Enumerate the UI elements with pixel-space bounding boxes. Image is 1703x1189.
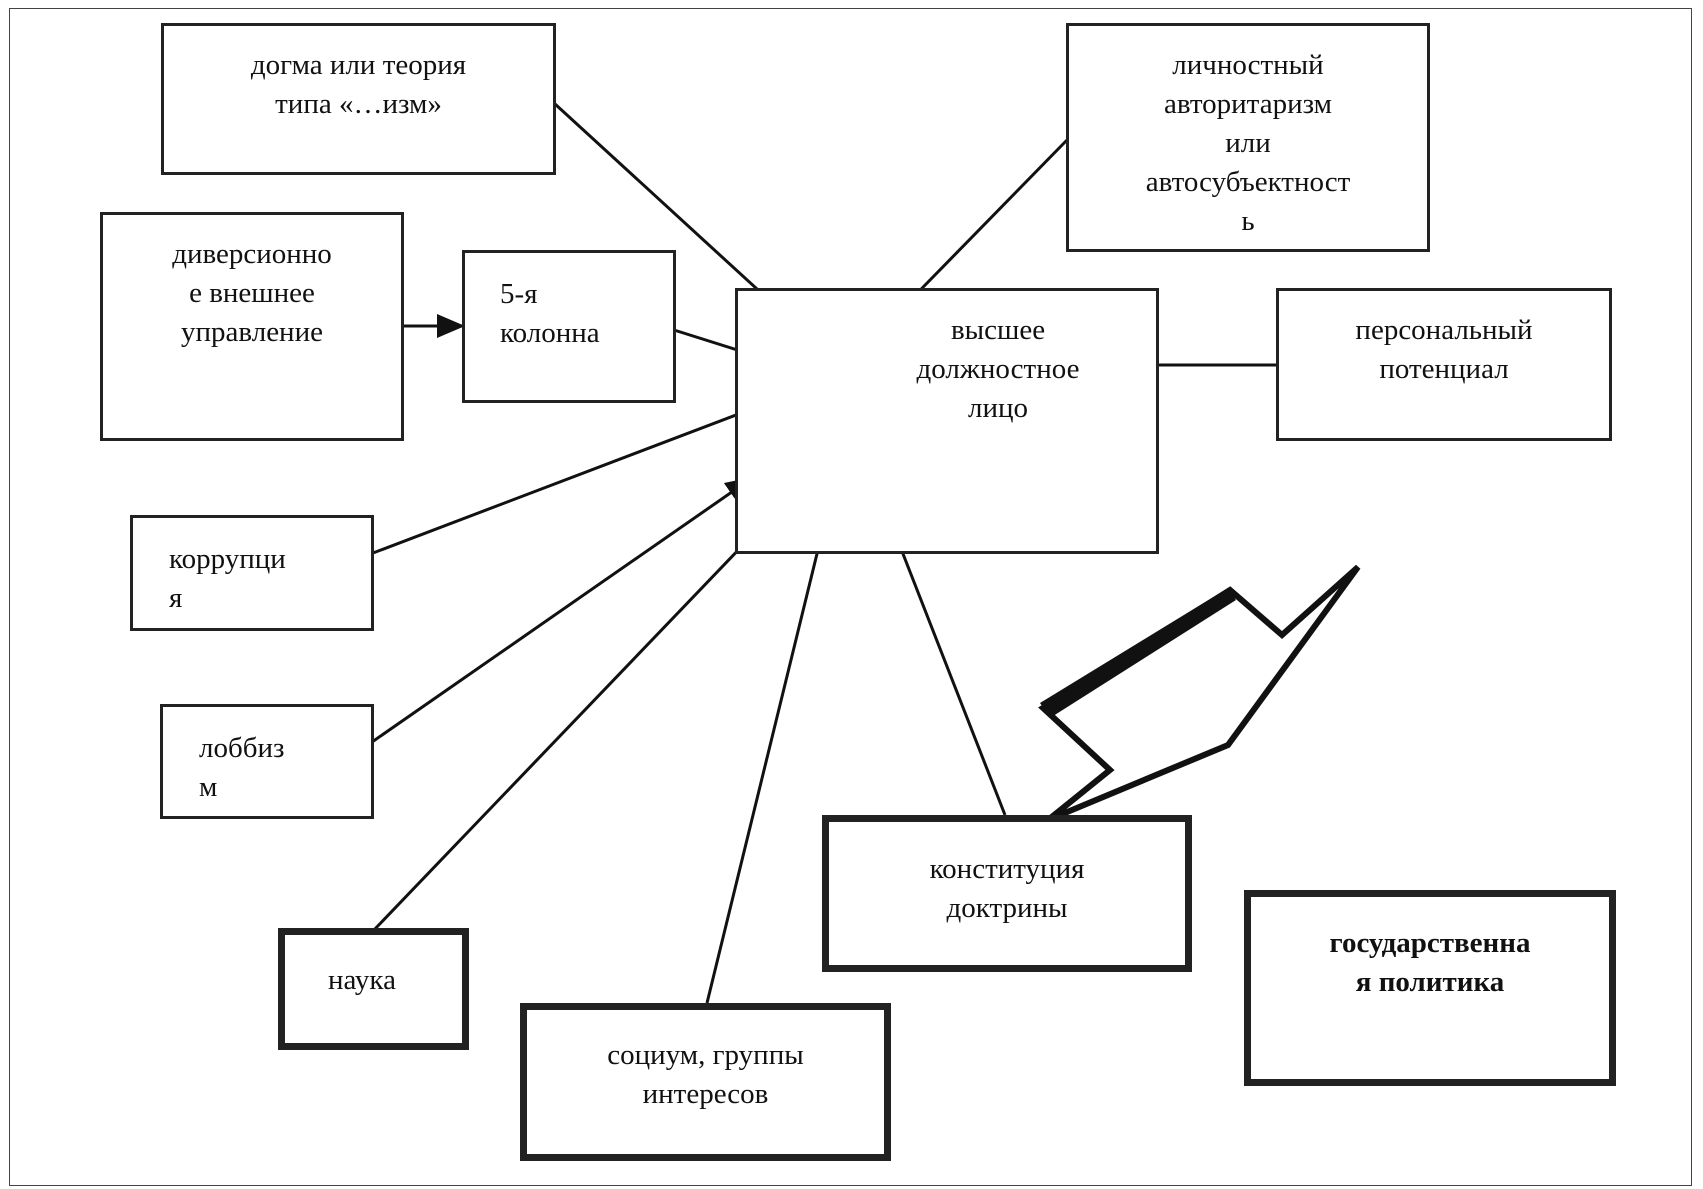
node-science-label: наука [328,964,396,996]
node-diversion: диверсионно е внешнее управление [100,212,404,441]
node-lobbyism-label: лоббиз м [199,732,285,803]
node-diversion-label: диверсионно е внешнее управление [172,238,332,348]
arrow-science-to-official [371,518,769,933]
outer-frame [9,8,1692,1186]
node-personal-potential: персональный потенциал [1276,288,1612,441]
node-society: социум, группы интересов [520,1003,891,1161]
node-personal-authoritarianism-label: личностный авторитаризм или автосубъектн… [1145,49,1351,237]
node-corruption: коррупци я [130,515,374,631]
node-society-label: социум, группы интересов [607,1039,804,1110]
arrow-lobbyism-to-official [371,476,754,744]
arrow-constitution-to-official [887,516,1007,816]
node-fifth-column-label: 5-я колонна [500,278,600,349]
arrow-corruption-to-official [372,402,767,555]
node-corruption-label: коррупци я [169,543,286,614]
node-dogma: догма или теория типа «…изм» [161,23,556,175]
node-state-policy: государственна я политика [1244,890,1616,1086]
arrow-dogma-to-official [553,102,795,324]
node-official-label: высшее должностное лицо [916,314,1080,424]
node-state-policy-label: государственна я политика [1329,927,1531,998]
node-personal-potential-label: персональный потенциал [1355,314,1533,385]
node-official: высшее должностное лицо [735,288,1159,554]
node-dogma-label: догма или теория типа «…изм» [250,49,467,120]
pointing-hand-icon [1038,564,1361,823]
arrow-society-to-official [705,515,832,1004]
node-lobbyism: лоббиз м [160,704,374,819]
node-constitution: конституция доктрины [822,815,1192,972]
node-science: наука [278,928,469,1050]
node-constitution-label: конституция доктрины [929,853,1085,924]
node-personal-authoritarianism: личностный авторитаризм или автосубъектн… [1066,23,1430,252]
node-fifth-column: 5-я колонна [462,250,676,403]
